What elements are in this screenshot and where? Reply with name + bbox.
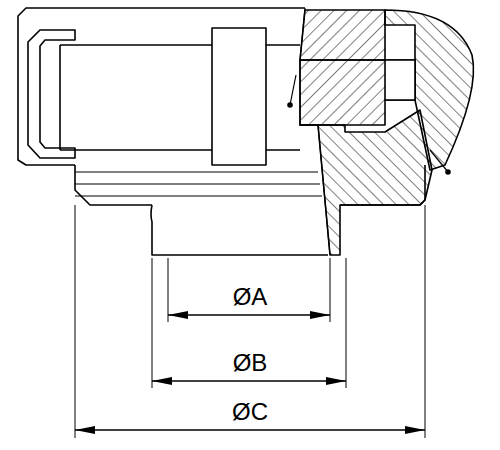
lug <box>28 30 75 158</box>
cam-shaft <box>60 45 212 150</box>
extension-line <box>425 205 426 438</box>
section-pin <box>300 60 415 125</box>
section-body <box>300 110 432 255</box>
dimension-line <box>168 314 330 315</box>
thread <box>75 172 322 196</box>
leader <box>290 75 296 105</box>
dimension-line <box>75 429 425 430</box>
extension-line <box>75 205 76 438</box>
extension-line <box>152 258 153 388</box>
extension-line <box>330 258 331 322</box>
dimension-label: ØB <box>230 350 271 376</box>
section-nut <box>300 10 385 60</box>
spigot <box>151 205 328 255</box>
leader-dot <box>288 103 292 107</box>
extension-line <box>168 258 169 322</box>
dimension-label: ØA <box>230 284 271 310</box>
break-line <box>300 8 330 255</box>
extension-line <box>346 258 347 388</box>
dimension-label: ØC <box>229 399 271 425</box>
cam-shaft <box>266 45 300 150</box>
collar <box>212 28 266 165</box>
body-outline <box>75 165 152 205</box>
dimension-line <box>152 380 346 381</box>
leader-dot <box>446 170 450 174</box>
nut-outline <box>18 8 305 165</box>
leader <box>430 150 448 172</box>
pin-end <box>385 60 415 100</box>
